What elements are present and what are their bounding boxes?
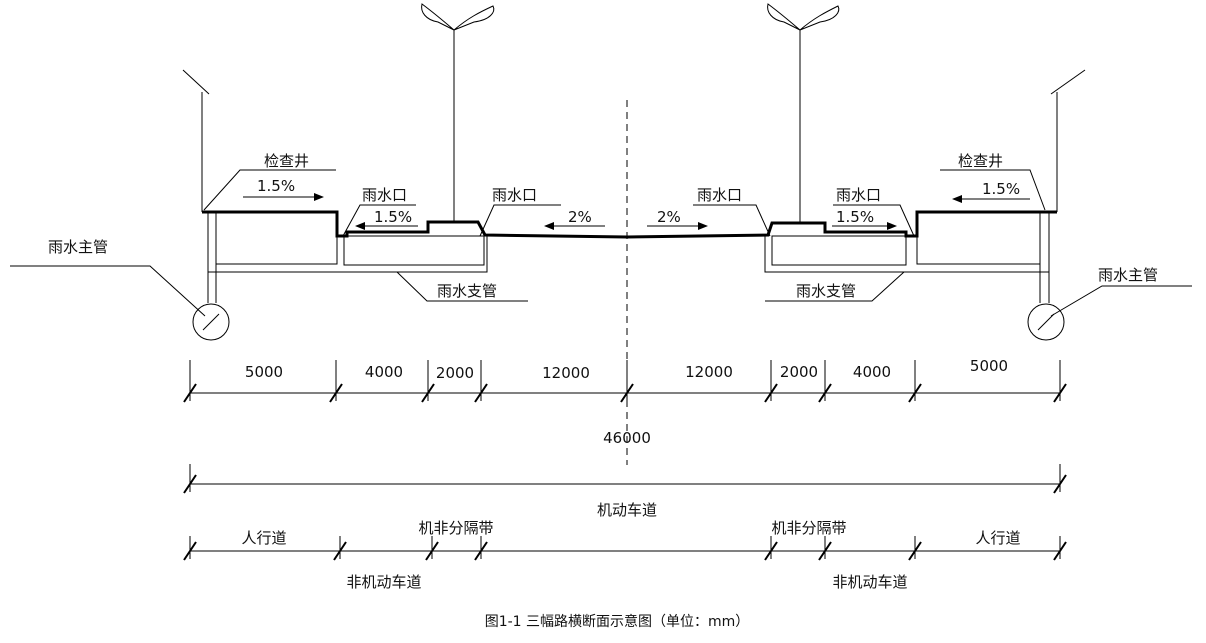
label-manhole-left: 检查井 bbox=[264, 152, 309, 170]
slope-arrows bbox=[243, 193, 1030, 230]
dimension-tick bbox=[474, 383, 488, 403]
dimension-tick bbox=[329, 383, 343, 403]
slope-sidewalk-right: 1.5% bbox=[982, 180, 1020, 198]
dimension-tick bbox=[908, 541, 922, 561]
dimension-tick bbox=[333, 541, 347, 561]
dim-seg-1: 5000 bbox=[245, 363, 283, 381]
pipe-structure-right bbox=[764, 211, 1065, 341]
dimension-tick bbox=[183, 474, 197, 494]
dimension-tick bbox=[818, 383, 832, 403]
label-inlet-right-outer: 雨水口 bbox=[836, 186, 881, 204]
slope-bikelane-right: 1.5% bbox=[836, 208, 874, 226]
dimension-tick bbox=[764, 383, 778, 403]
zone-motorway: 机动车道 bbox=[597, 501, 657, 519]
dimension-ticks bbox=[183, 360, 1067, 561]
label-inlet-left-outer: 雨水口 bbox=[362, 186, 407, 204]
main-pipe-left-circle bbox=[192, 303, 230, 341]
dim-seg-8: 5000 bbox=[970, 357, 1008, 375]
dimension-tick bbox=[183, 383, 197, 403]
label-main-pipe-right: 雨水主管 bbox=[1098, 266, 1158, 284]
main-pipe-right-circle bbox=[1027, 303, 1065, 341]
label-branch-pipe-right: 雨水支管 bbox=[796, 282, 856, 300]
slope-carriage-left: 2% bbox=[568, 208, 592, 226]
label-manhole-right: 检查井 bbox=[958, 152, 1003, 170]
dimension-tick bbox=[1053, 383, 1067, 403]
label-inlet-right-inner: 雨水口 bbox=[697, 186, 742, 204]
label-main-pipe-left: 雨水主管 bbox=[48, 238, 108, 256]
dimension-tick bbox=[764, 541, 778, 561]
dim-total: 46000 bbox=[603, 429, 651, 447]
zone-sidewalk-right: 人行道 bbox=[975, 529, 1020, 547]
label-inlet-left-inner: 雨水口 bbox=[492, 186, 537, 204]
zone-sidewalk-left: 人行道 bbox=[241, 529, 286, 547]
street-lamp-left bbox=[421, 3, 495, 223]
pipe-structure-left bbox=[192, 211, 488, 341]
zone-nonmotor-right: 非机动车道 bbox=[832, 573, 907, 591]
dimension-tick bbox=[183, 541, 197, 561]
leader-lines bbox=[10, 169, 1192, 317]
dim-seg-4: 12000 bbox=[542, 364, 590, 382]
dim-seg-3: 2000 bbox=[436, 364, 474, 382]
dimension-tick bbox=[620, 383, 634, 403]
figure-caption: 图1-1 三幅路横断面示意图（单位：mm） bbox=[485, 613, 750, 630]
dim-seg-7: 4000 bbox=[853, 363, 891, 381]
dimension-tick bbox=[1053, 541, 1067, 561]
zone-separator-left: 机非分隔带 bbox=[418, 519, 493, 537]
road-surface-profile bbox=[202, 210, 1057, 239]
building-line-right bbox=[1050, 69, 1086, 212]
zone-separator-right: 机非分隔带 bbox=[771, 519, 846, 537]
label-branch-pipe-left: 雨水支管 bbox=[437, 282, 497, 300]
dimension-tick bbox=[908, 383, 922, 403]
slope-bikelane-left: 1.5% bbox=[374, 208, 412, 226]
dimension-tick bbox=[818, 541, 832, 561]
dimension-tick bbox=[1053, 474, 1067, 494]
dimension-tick bbox=[421, 383, 435, 403]
slope-carriage-right: 2% bbox=[657, 208, 681, 226]
dimension-tick bbox=[425, 541, 439, 561]
dim-seg-6: 2000 bbox=[780, 363, 818, 381]
zone-nonmotor-left: 非机动车道 bbox=[346, 573, 421, 591]
dim-seg-2: 4000 bbox=[365, 363, 403, 381]
dim-seg-5: 12000 bbox=[685, 363, 733, 381]
building-line-left bbox=[182, 69, 210, 212]
dimension-tick bbox=[474, 541, 488, 561]
slope-sidewalk-left: 1.5% bbox=[257, 177, 295, 195]
street-lamp-right bbox=[767, 3, 840, 223]
